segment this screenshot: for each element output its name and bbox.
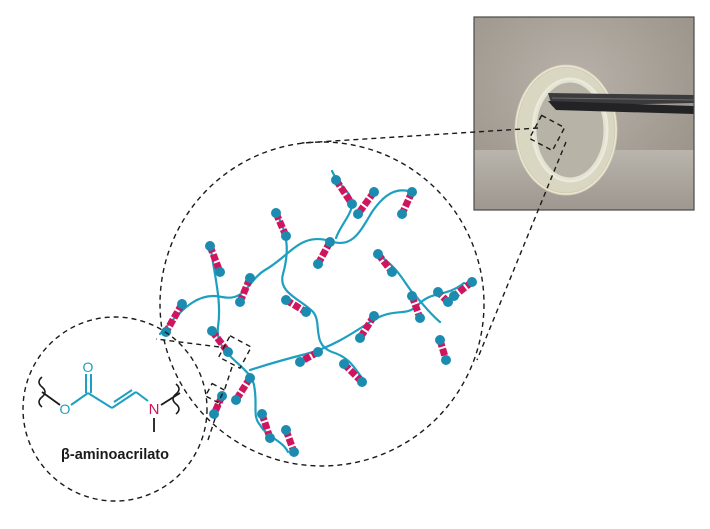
crosslink-node (369, 187, 379, 197)
crosslink-node (325, 237, 335, 247)
chemical-zoom-circle (22, 316, 208, 502)
crosslink-unit (353, 187, 379, 219)
crosslink-unit (271, 208, 291, 241)
crosslink-node (301, 307, 311, 317)
ester-oxygen: O (60, 401, 71, 417)
crosslink-node (281, 231, 291, 241)
crosslink-node (271, 208, 281, 218)
crosslink-unit (355, 311, 379, 343)
crosslink-node (215, 267, 225, 277)
crosslink-node (415, 313, 425, 323)
crosslink-node (265, 433, 275, 443)
crosslink-unit (281, 295, 311, 317)
crosslink-node (223, 347, 233, 357)
nitrogen-atom: N (149, 401, 160, 418)
crosslink-unit (435, 335, 451, 365)
carbonyl-oxygen: O (83, 359, 94, 375)
zoom-connector-lines (155, 127, 567, 441)
network-zoom-box (217, 334, 253, 370)
crosslink-node (209, 409, 219, 419)
crosslink-node (245, 373, 255, 383)
crosslink-node (443, 297, 453, 307)
crosslink-node (397, 209, 407, 219)
crosslink-node (313, 347, 323, 357)
crosslink-node (407, 187, 417, 197)
crosslink-node (245, 273, 255, 283)
crosslink-unit (433, 287, 453, 307)
crosslink-unit (231, 373, 255, 405)
crosslink-node (369, 311, 379, 321)
crosslink-unit (205, 241, 225, 277)
sample-photo (473, 16, 695, 211)
crosslink-unit (209, 391, 227, 419)
crosslink-unit (235, 273, 255, 307)
crosslinks (161, 175, 477, 457)
crosslink-node (347, 199, 357, 209)
crosslink-node (207, 326, 217, 336)
crosslink-node (295, 357, 305, 367)
crosslink-unit (397, 187, 417, 219)
molecule-zoom-box (204, 382, 226, 404)
crosslink-unit (281, 425, 299, 457)
crosslink-node (433, 287, 443, 297)
crosslink-node (435, 335, 445, 345)
crosslink-unit (331, 175, 357, 209)
crosslink-unit (373, 249, 397, 277)
crosslink-node (205, 241, 215, 251)
crosslink-node (467, 277, 477, 287)
crosslink-node (407, 291, 417, 301)
crosslink-node (289, 447, 299, 457)
photo-zoom-box (528, 114, 566, 152)
polymer-chains (158, 169, 466, 454)
crosslink-node (355, 333, 365, 343)
crosslink-unit (207, 326, 233, 357)
crosslink-node (177, 299, 187, 309)
crosslink-node (231, 395, 241, 405)
crosslink-node (441, 355, 451, 365)
crosslink-node (339, 359, 349, 369)
crosslink-unit (295, 347, 323, 367)
crosslink-node (235, 297, 245, 307)
network-zoom-circle (159, 141, 485, 467)
crosslink-segment (162, 302, 186, 334)
crosslink-unit (257, 409, 275, 443)
crosslink-unit (339, 359, 367, 387)
crosslink-node (313, 259, 323, 269)
beta-aminoacrylate-label: β-aminoacrilato (61, 447, 169, 463)
beta-aminoacrylate-structure: O O N β-aminoacrilato (38, 359, 181, 463)
crosslink-node (387, 267, 397, 277)
crosslink-unit (407, 291, 425, 323)
crosslink-node (331, 175, 341, 185)
crosslink-unit (313, 237, 335, 269)
crosslink-node (281, 425, 291, 435)
crosslink-node (353, 209, 363, 219)
crosslink-node (373, 249, 383, 259)
crosslink-node (257, 409, 267, 419)
crosslink-node (357, 377, 367, 387)
crosslink-node (281, 295, 291, 305)
